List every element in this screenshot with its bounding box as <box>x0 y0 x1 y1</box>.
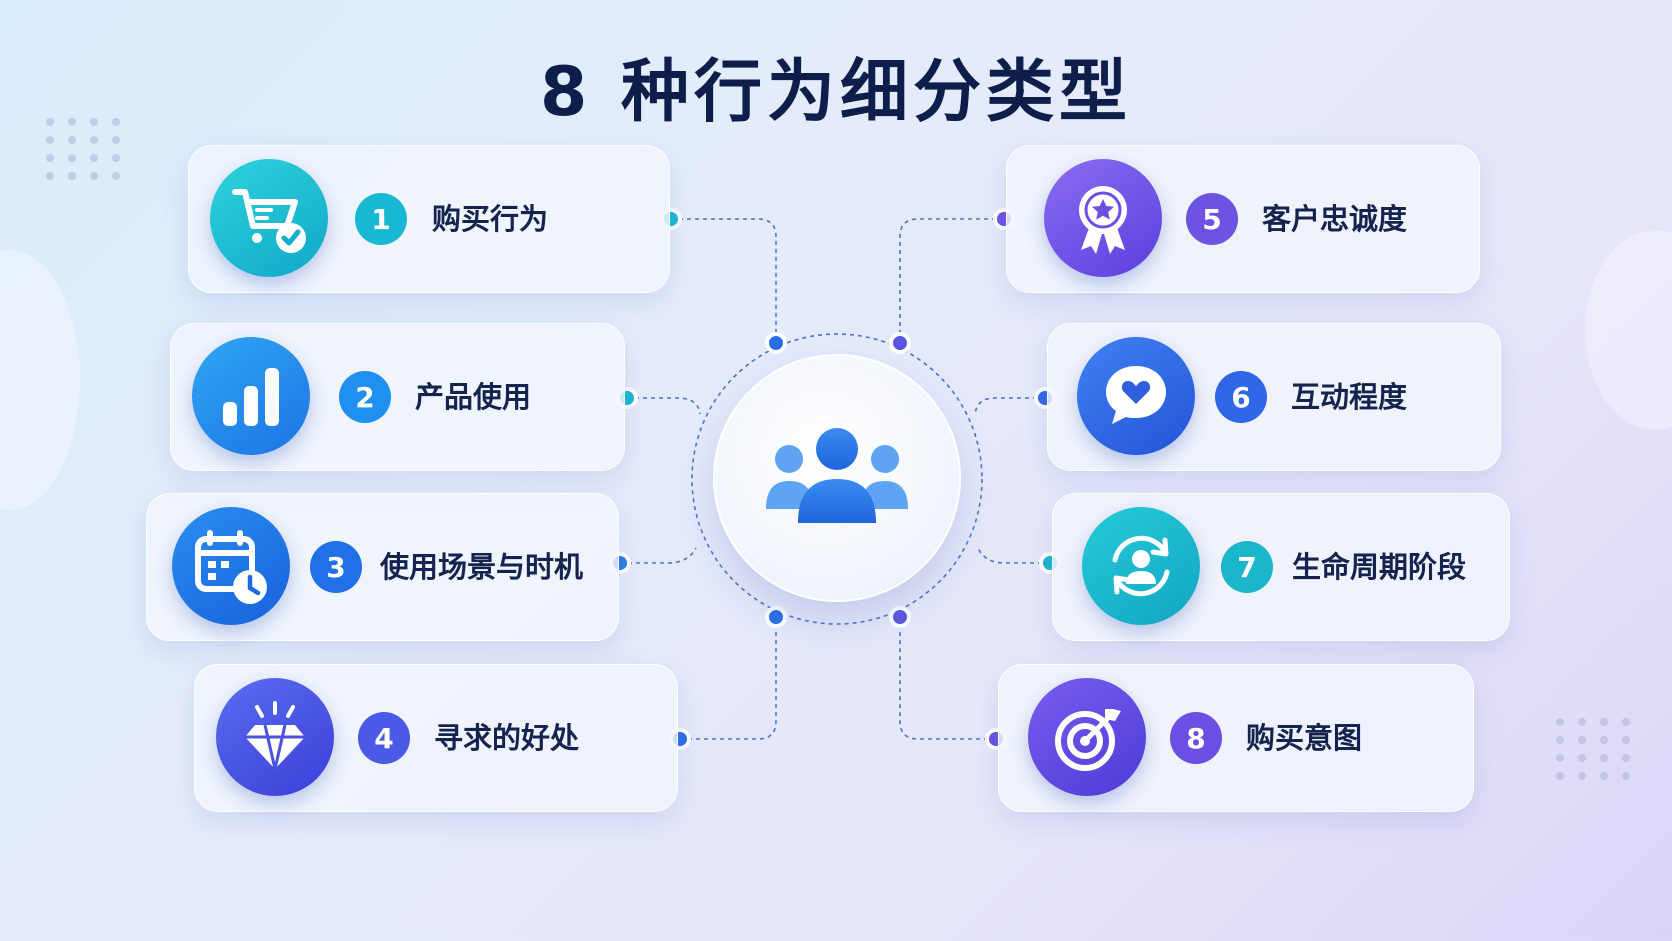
segment-card-4[interactable]: 4 寻求的好处 <box>194 664 678 812</box>
background-glow-left <box>0 250 80 510</box>
connector-5 <box>899 218 1004 343</box>
segment-label-8: 购买意图 <box>1246 721 1363 755</box>
segment-label-3: 使用场景与时机 <box>380 550 584 584</box>
ring-dot-bottom-right <box>889 606 911 628</box>
number-badge-5: 5 <box>1186 193 1238 245</box>
connector-7 <box>977 547 1050 564</box>
ring-dot-top-right <box>889 332 911 354</box>
number-badge-4: 4 <box>358 712 410 764</box>
connector-2 <box>627 397 701 415</box>
segment-card-7[interactable]: 7 生命周期阶段 <box>1052 493 1510 641</box>
diamond-icon <box>245 701 305 770</box>
number-badge-2: 2 <box>339 371 391 423</box>
icon-circle-3 <box>172 507 290 625</box>
segment-card-5[interactable]: 5 客户忠诚度 <box>1006 145 1480 293</box>
icon-circle-8 <box>1028 678 1146 796</box>
calendar-clock-icon <box>195 530 267 604</box>
segment-label-4: 寻求的好处 <box>434 721 580 755</box>
user-cycle-icon <box>1112 535 1170 597</box>
segment-card-6[interactable]: 6 互动程度 <box>1047 323 1501 471</box>
segment-label-6: 互动程度 <box>1291 380 1408 414</box>
decorative-dot-grid-right <box>1556 718 1630 780</box>
background-glow-right <box>1585 230 1672 430</box>
ring-dot-top-left <box>765 332 787 354</box>
segment-label-2: 产品使用 <box>415 380 532 414</box>
segment-card-1[interactable]: 1 购买行为 <box>188 145 670 293</box>
icon-circle-7 <box>1082 507 1200 625</box>
users-group-icon <box>766 428 908 523</box>
number-badge-8: 8 <box>1170 712 1222 764</box>
page-title: 8 种行为细分类型 <box>540 53 1132 132</box>
icon-circle-2 <box>192 337 310 455</box>
icon-circle-6 <box>1077 337 1195 455</box>
segment-card-2[interactable]: 2 产品使用 <box>170 323 625 471</box>
target-arrow-icon <box>1055 709 1121 771</box>
connector-6 <box>974 397 1045 415</box>
connector-8 <box>899 617 996 740</box>
segment-label-5: 客户忠诚度 <box>1262 202 1408 236</box>
number-badge-3: 3 <box>310 541 362 593</box>
shopping-cart-check-icon <box>232 189 306 253</box>
segment-label-1: 购买行为 <box>432 202 549 236</box>
center-hub <box>713 354 961 602</box>
connector-3 <box>620 547 697 564</box>
number-badge-7: 7 <box>1221 541 1273 593</box>
connector-1 <box>671 218 777 343</box>
heart-chat-icon <box>1106 366 1166 424</box>
decorative-dot-grid-left <box>46 118 120 180</box>
segment-card-3[interactable]: 3 使用场景与时机 <box>146 493 619 641</box>
ring-dot-bottom-left <box>765 606 787 628</box>
segment-label-7: 生命周期阶段 <box>1292 550 1467 584</box>
icon-circle-1 <box>210 159 328 277</box>
number-badge-6: 6 <box>1215 371 1267 423</box>
bar-chart-icon <box>223 368 279 426</box>
award-badge-icon <box>1079 186 1127 254</box>
connector-4 <box>680 617 777 740</box>
icon-circle-5 <box>1044 159 1162 277</box>
segment-card-8[interactable]: 8 购买意图 <box>998 664 1474 812</box>
icon-circle-4 <box>216 678 334 796</box>
number-badge-1: 1 <box>355 193 407 245</box>
